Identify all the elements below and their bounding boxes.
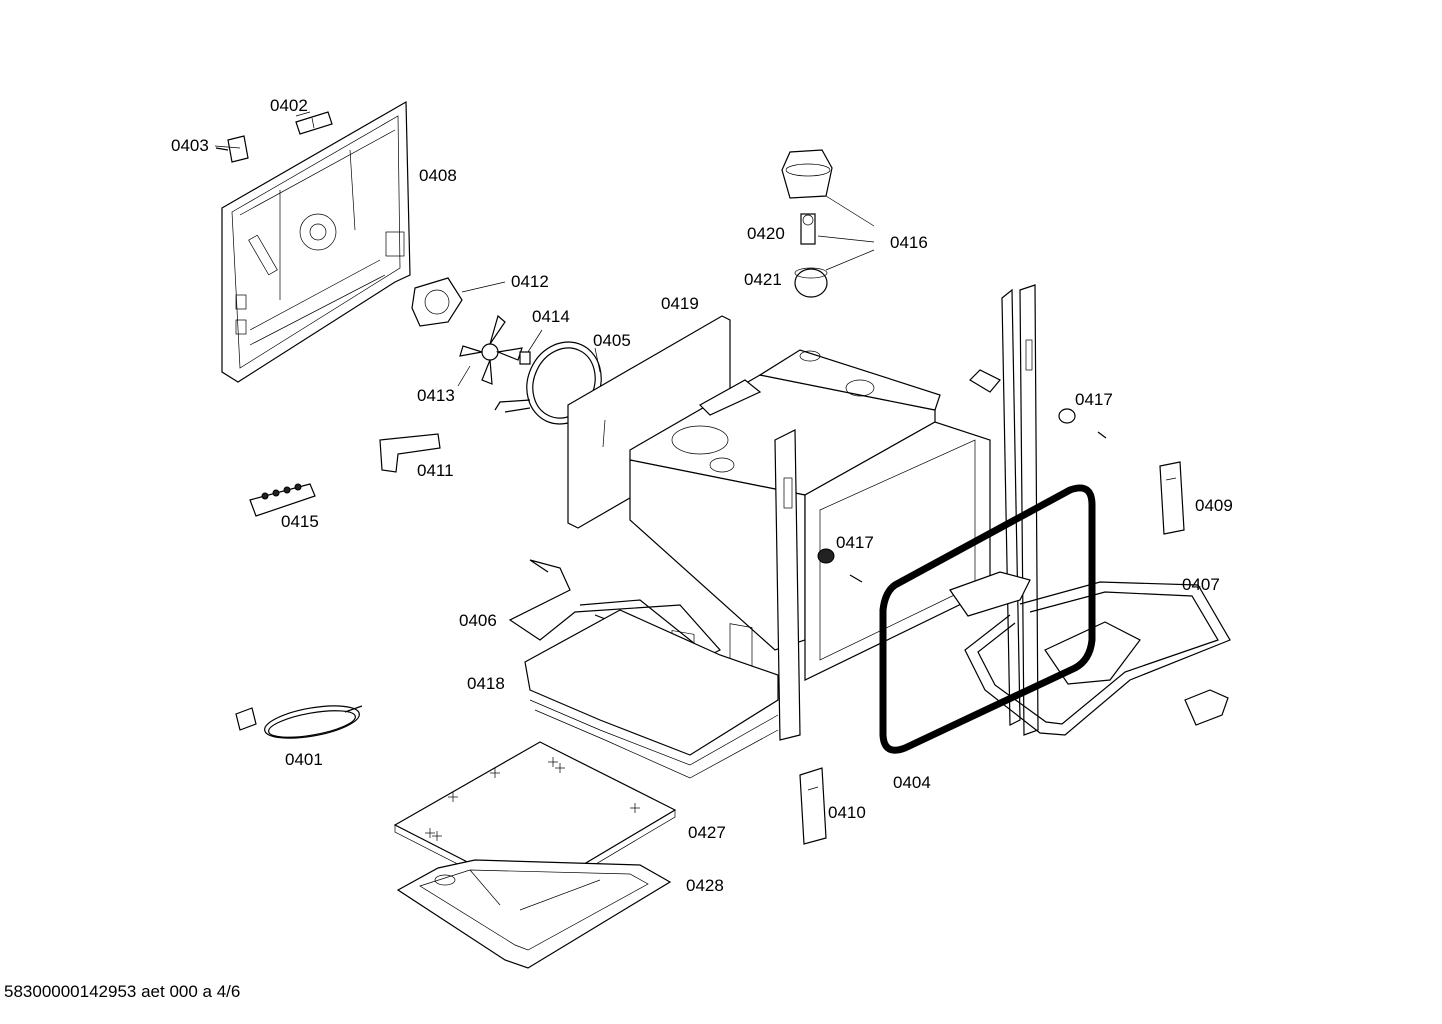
part-0401-power-cord (235, 705, 363, 739)
label-0401: 0401 (285, 750, 323, 769)
label-0427: 0427 (688, 823, 726, 842)
part-0415-terminal-block (249, 483, 316, 517)
part-0418-insulation (524, 609, 779, 779)
label-0414: 0414 (532, 307, 570, 326)
label-0419: 0419 (661, 294, 699, 313)
label-0428: 0428 (686, 876, 724, 895)
label-0417-inner: 0417 (836, 533, 874, 552)
label-0405: 0405 (593, 331, 631, 350)
part-0412-fan-motor (411, 277, 506, 327)
label-0415: 0415 (281, 512, 319, 531)
part-0410-hinge-bracket (799, 767, 827, 845)
label-0421: 0421 (744, 270, 782, 289)
label-0402: 0402 (270, 96, 308, 115)
label-0409: 0409 (1195, 496, 1233, 515)
label-0408: 0408 (419, 166, 457, 185)
part-0417-inner-lamp-holder (817, 548, 863, 583)
label-0418: 0418 (467, 674, 505, 693)
part-0408-rear-panel (221, 100, 411, 383)
label-0417-outer: 0417 (1075, 390, 1113, 409)
part-0409-hinge-bracket (1159, 461, 1185, 535)
label-0404: 0404 (893, 773, 931, 792)
label-0403: 0403 (171, 136, 209, 155)
label-0406: 0406 (459, 611, 497, 630)
label-0407: 0407 (1182, 575, 1220, 594)
label-0411: 0411 (417, 461, 454, 480)
label-0420: 0420 (747, 224, 785, 243)
part-0404-gasket (879, 484, 1096, 754)
part-0411 (379, 433, 441, 473)
leader-lines (214, 111, 311, 149)
part-0407-grill-element (949, 571, 1231, 736)
part-0414 (519, 329, 543, 365)
part-0413-fan-blade (457, 314, 523, 387)
part-oven-cavity (629, 349, 991, 705)
part-0416-lamp-assembly (781, 149, 875, 298)
label-0412: 0412 (511, 272, 549, 291)
label-0410: 0410 (828, 803, 866, 822)
part-front-frame (774, 284, 1039, 741)
part-0403 (215, 135, 249, 163)
part-0417-outer-lamp-holder (1058, 408, 1107, 439)
part-0402 (295, 111, 333, 135)
label-0413: 0413 (417, 386, 455, 405)
document-footer-code: 58300000142953 aet 000 a 4/6 (4, 982, 241, 1001)
part-0428-base-tray (396, 859, 672, 969)
label-0416: 0416 (890, 233, 928, 252)
